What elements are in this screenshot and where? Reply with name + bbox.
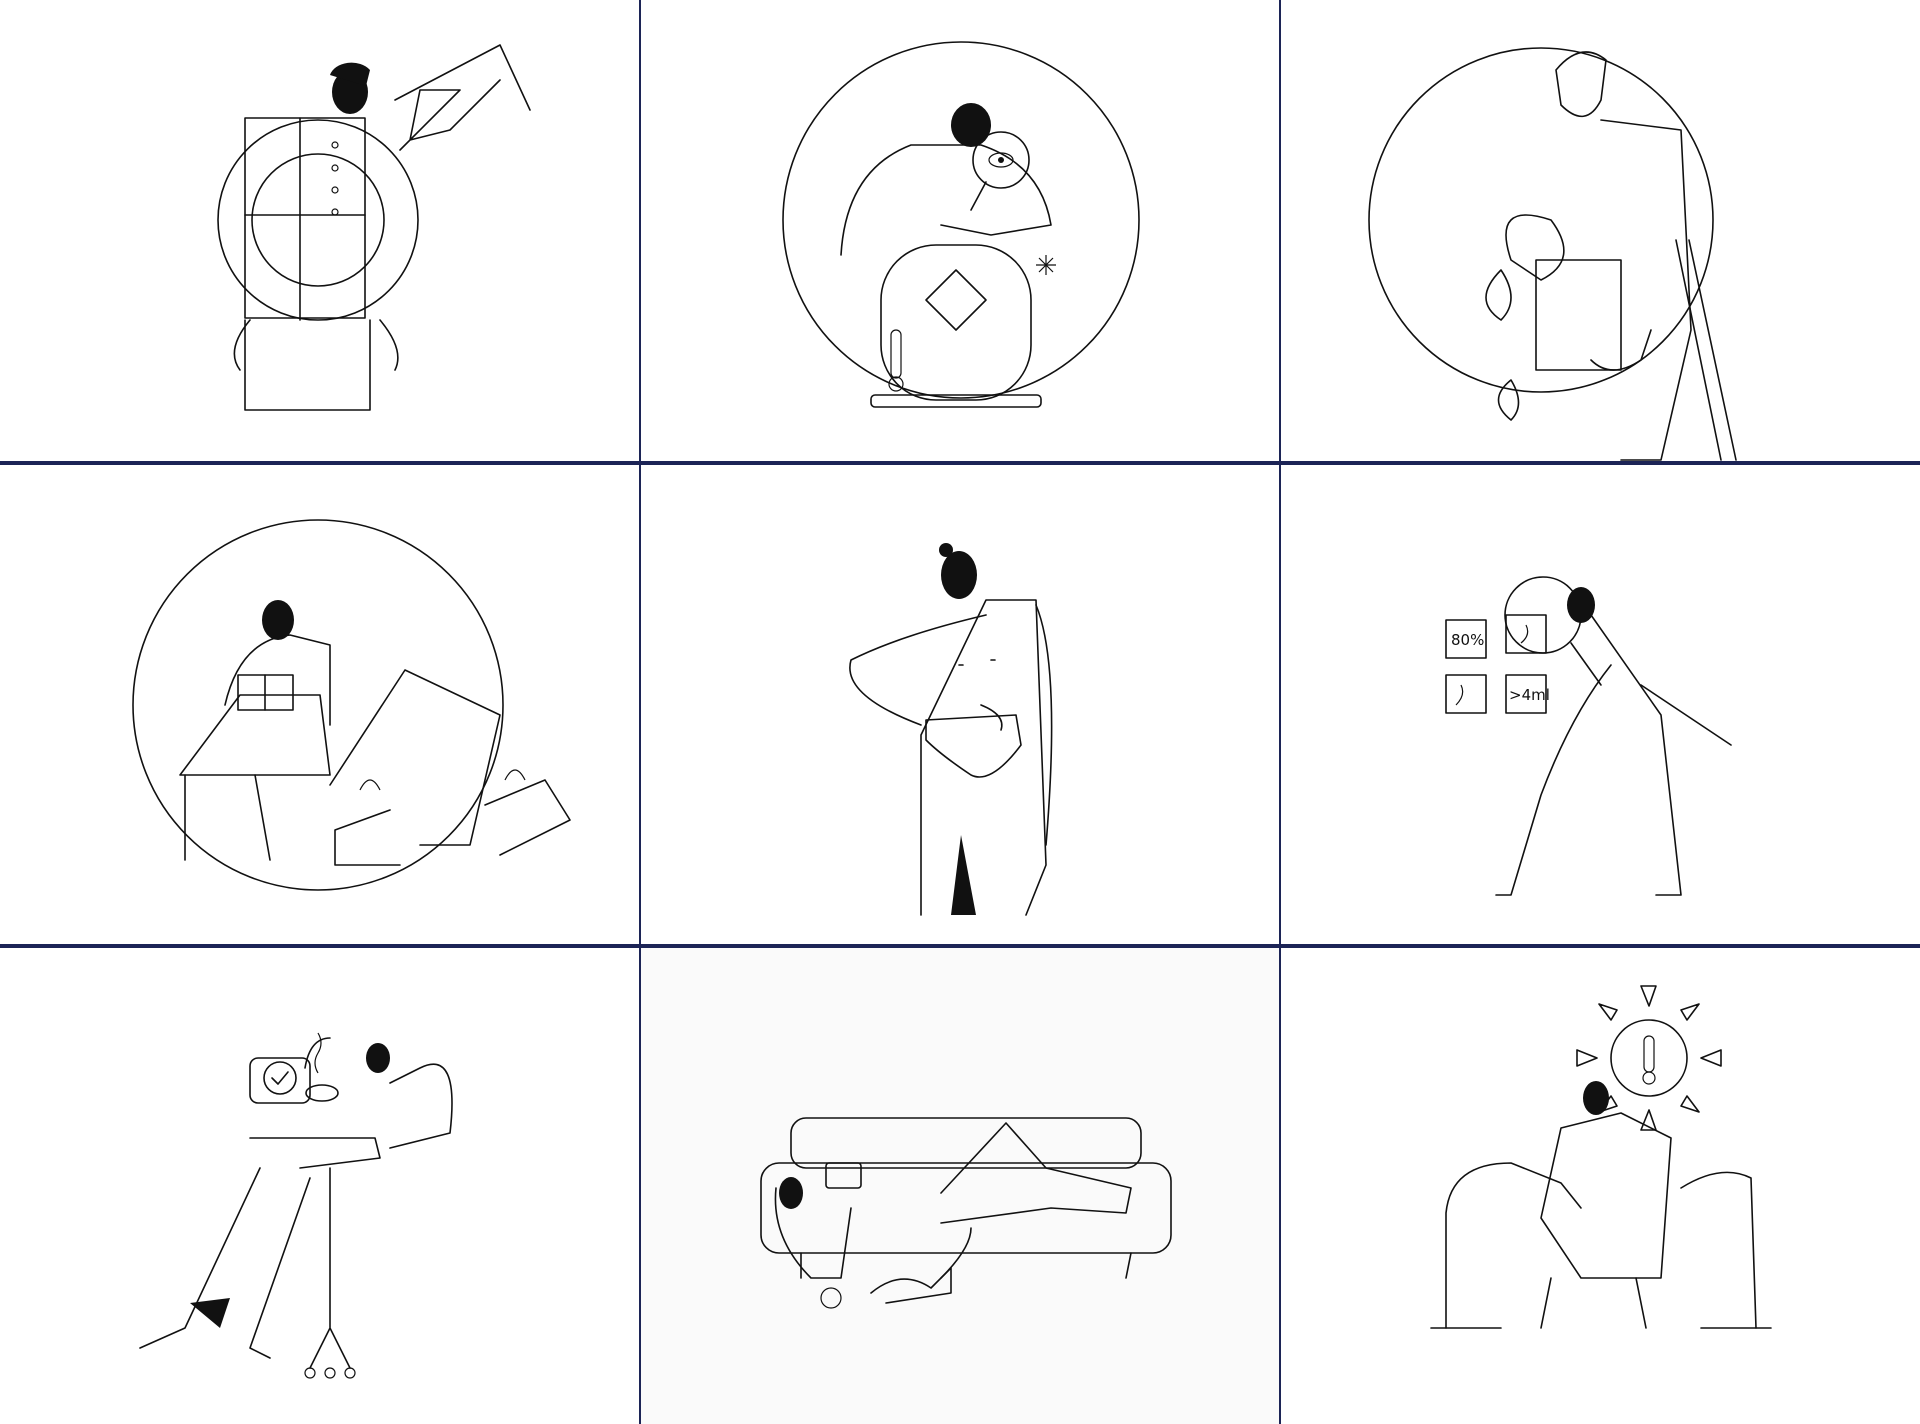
man-inspecting-test-results-illustration: 80% >4ml	[1445, 576, 1732, 896]
man-reading-armchair-illustration	[132, 519, 571, 891]
panel-8	[641, 948, 1279, 1424]
man-reading-sofa-cat-illustration	[760, 1117, 1172, 1309]
panel-2	[641, 0, 1279, 461]
man-carrying-plant-illustration	[1368, 47, 1737, 461]
panel-3	[1281, 0, 1920, 461]
percent-label: 80%	[1451, 631, 1484, 649]
panel-1	[0, 0, 639, 461]
man-hot-sun-thermometer-illustration	[1430, 985, 1772, 1329]
panel-5	[641, 465, 1279, 944]
volume-label: >4ml	[1509, 686, 1550, 704]
panel-7	[0, 948, 639, 1424]
man-checking-underwear-illustration	[849, 543, 1053, 916]
panel-6: 80% >4ml	[1281, 465, 1920, 944]
male-symbol-man-illustration	[217, 44, 531, 411]
panel-4	[0, 465, 639, 944]
man-magnifier-toaster-illustration	[782, 41, 1140, 408]
panel-9	[1281, 948, 1920, 1424]
man-coffee-laptop-illustration	[139, 1032, 453, 1379]
